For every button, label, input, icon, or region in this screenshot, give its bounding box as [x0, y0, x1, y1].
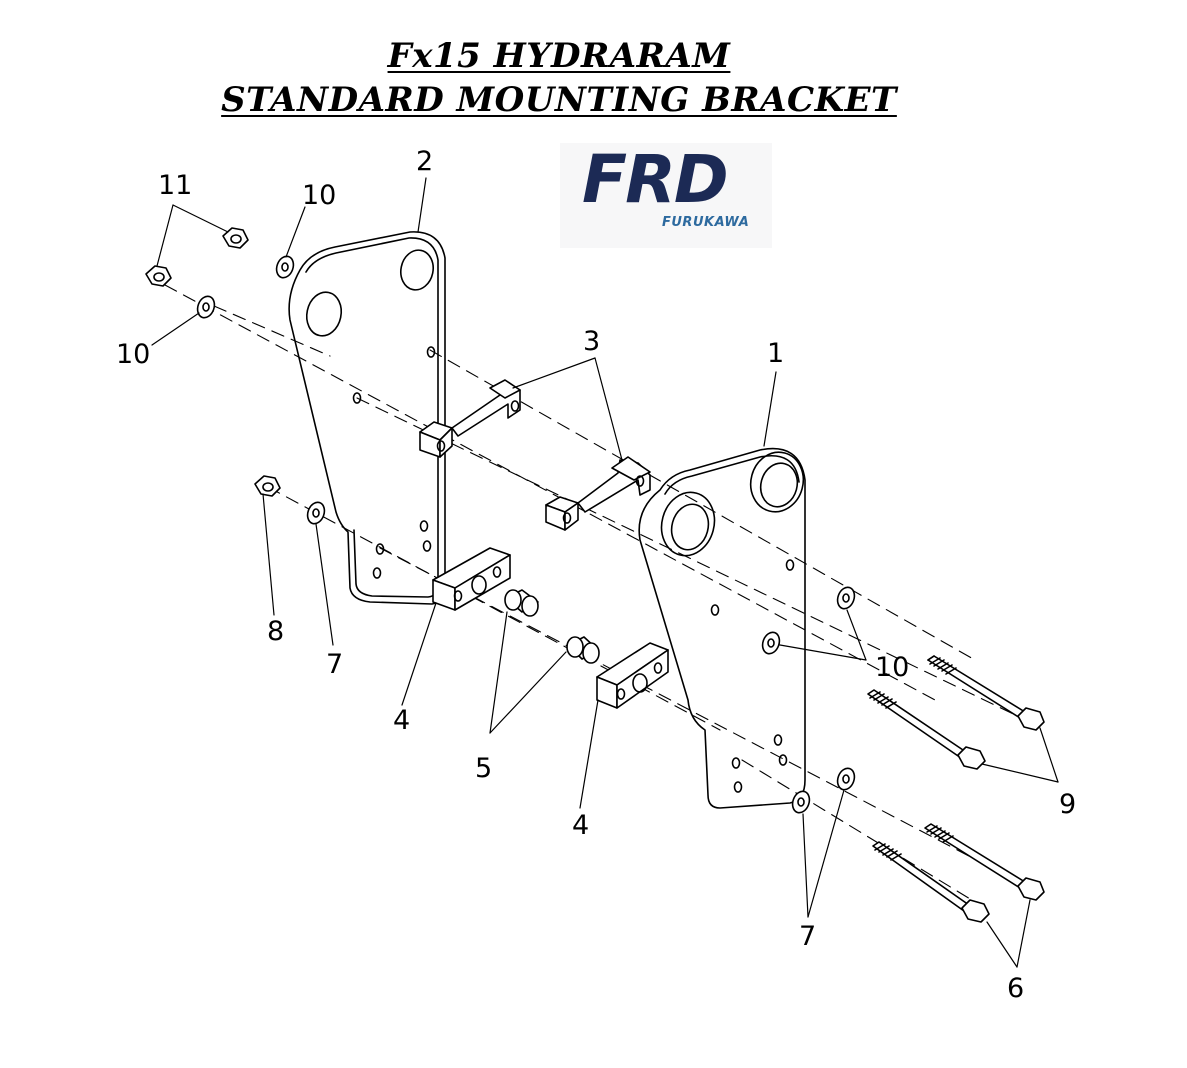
logo-brand-text: FRD [582, 141, 729, 218]
callout-10-right: 10 [875, 652, 909, 683]
callout-2: 2 [416, 146, 433, 177]
callout-11: 11 [158, 170, 192, 201]
callout-8: 8 [267, 616, 284, 647]
callout-10-top: 10 [302, 180, 336, 211]
part-3-lower-spacer [545, 456, 651, 531]
callout-10-left: 10 [116, 339, 150, 370]
part-4-block-lower [596, 642, 669, 709]
callout-5: 5 [475, 753, 492, 784]
part-5-pins [504, 589, 600, 664]
part-9-bolts [867, 655, 1045, 770]
callout-6: 6 [1007, 973, 1024, 1004]
part-11-nuts [145, 227, 249, 287]
callout-1: 1 [767, 338, 784, 369]
part-4-block-upper [432, 547, 511, 611]
callout-numbers: 11 10 2 10 3 1 8 7 4 5 10 4 9 7 6 [116, 146, 1076, 1004]
part-8-nut [254, 475, 281, 497]
part-7-washers [306, 501, 856, 814]
callout-7-left: 7 [326, 649, 343, 680]
callout-9: 9 [1059, 789, 1076, 820]
logo-sub-text: FURUKAWA [662, 215, 750, 230]
part-2-rear-plate [288, 231, 446, 605]
callout-3: 3 [583, 326, 600, 357]
title-line-1: Fx15 HYDRARAM [387, 36, 731, 76]
callout-4-lower: 4 [572, 810, 589, 841]
callout-7-right: 7 [799, 921, 816, 952]
center-lines [164, 284, 1031, 906]
part-10-washers [196, 255, 856, 655]
callout-4-upper: 4 [393, 705, 410, 736]
part-3-upper-spacer [419, 379, 521, 458]
leader-lines [151, 177, 1059, 968]
part-1-front-plate [638, 447, 806, 809]
title-line-2: STANDARD MOUNTING BRACKET [221, 80, 897, 120]
part-6-bolts [872, 823, 1045, 923]
frd-furukawa-logo: FRD FURUKAWA [560, 143, 772, 248]
